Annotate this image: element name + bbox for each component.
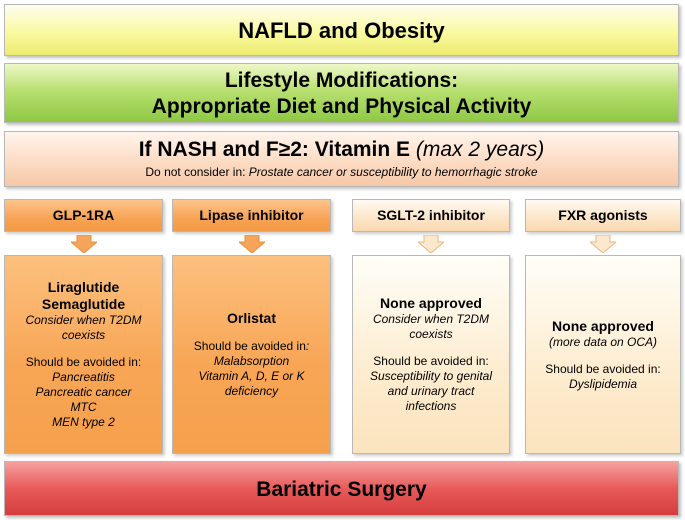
avoid-lead-colon: :: [305, 339, 310, 353]
avoid-lead-text: Should be avoided in: [193, 339, 306, 353]
glp1ra-card: Liraglutide Semaglutide Consider when T2…: [4, 255, 163, 454]
drug-name: Semaglutide: [41, 296, 126, 312]
consider-text: coexists: [61, 328, 106, 342]
vitamin-e-heading: If NASH and F≥2: Vitamin E (max 2 years): [5, 132, 678, 162]
consider-text: Consider when T2DM: [372, 312, 490, 326]
down-arrow-icon: [590, 235, 616, 253]
vitamin-e-note: Do not consider in: Prostate cancer or s…: [5, 164, 678, 180]
down-arrow-icon: [239, 235, 265, 253]
bariatric-surgery-title: Bariatric Surgery: [256, 478, 427, 501]
vitamin-e-duration: (max 2 years): [415, 138, 545, 161]
consider-text: Consider when T2DM: [25, 313, 142, 327]
nafld-obesity-box: NAFLD and Obesity: [4, 4, 679, 56]
avoid-lead: Should be avoided in:: [353, 354, 509, 369]
nafld-obesity-title: NAFLD and Obesity: [238, 18, 445, 43]
lipase-inhibitor-header: Lipase inhibitor: [172, 199, 331, 232]
consider-text: coexists: [409, 327, 453, 341]
drug-name: Orlistat: [226, 310, 276, 326]
avoid-item: Vitamin A, D, E or K: [198, 369, 305, 383]
avoid-item: Malabsorption: [213, 354, 290, 368]
drug-name: None approved: [380, 295, 482, 311]
avoid-item: deficiency: [224, 384, 279, 398]
oca-note: (more data on OCA): [548, 334, 658, 349]
sglt2-inhibitor-header: SGLT-2 inhibitor: [352, 199, 510, 232]
avoid-lead: Should be avoided in:: [5, 355, 162, 370]
lifestyle-line-2: Appropriate Diet and Physical Activity: [151, 95, 532, 118]
avoid-lead: Should be avoided in:: [173, 339, 330, 354]
glp1ra-header: GLP-1RA: [4, 199, 163, 232]
sglt2-inhibitor-card: None approved Consider when T2DM coexist…: [352, 255, 510, 454]
vitamin-e-box: If NASH and F≥2: Vitamin E (max 2 years)…: [4, 131, 679, 187]
avoid-item: Dyslipidemia: [568, 376, 638, 391]
avoid-lead: Should be avoided in:: [526, 362, 680, 377]
fxr-agonists-card: None approved (more data on OCA) Should …: [525, 255, 681, 454]
avoid-item: infections: [405, 399, 457, 413]
avoid-item: Pancreatic cancer: [35, 385, 132, 399]
avoid-item: and urinary tract: [387, 384, 475, 398]
avoid-lead-text: Should be avoided in:: [25, 355, 142, 369]
drug-name: None approved: [552, 317, 654, 334]
drug-name: Liraglutide: [47, 279, 120, 295]
lifestyle-box: Lifestyle Modifications: Appropriate Die…: [4, 63, 679, 123]
avoid-item: Pancreatitis: [52, 370, 115, 384]
vitamin-e-lead: If NASH and F≥2: Vitamin E: [138, 138, 411, 161]
vitamin-e-note-italic: Prostate cancer or susceptibility to hem…: [248, 165, 538, 179]
lifestyle-line-1: Lifestyle Modifications:: [224, 69, 459, 92]
fxr-agonists-header: FXR agonists: [525, 199, 681, 232]
vitamin-e-note-lead: Do not consider in:: [145, 165, 246, 179]
avoid-item: MEN type 2: [52, 415, 115, 429]
down-arrow-icon: [418, 235, 444, 253]
lipase-inhibitor-card: Orlistat Should be avoided in: Malabsorp…: [172, 255, 331, 454]
avoid-lead-text: Should be avoided in:: [545, 361, 661, 376]
down-arrow-icon: [71, 235, 97, 253]
avoid-lead-text: Should be avoided in:: [373, 354, 489, 368]
avoid-item: MTC: [70, 400, 97, 414]
avoid-item: Susceptibility to genital: [369, 369, 493, 383]
bariatric-surgery-box: Bariatric Surgery: [4, 461, 679, 516]
